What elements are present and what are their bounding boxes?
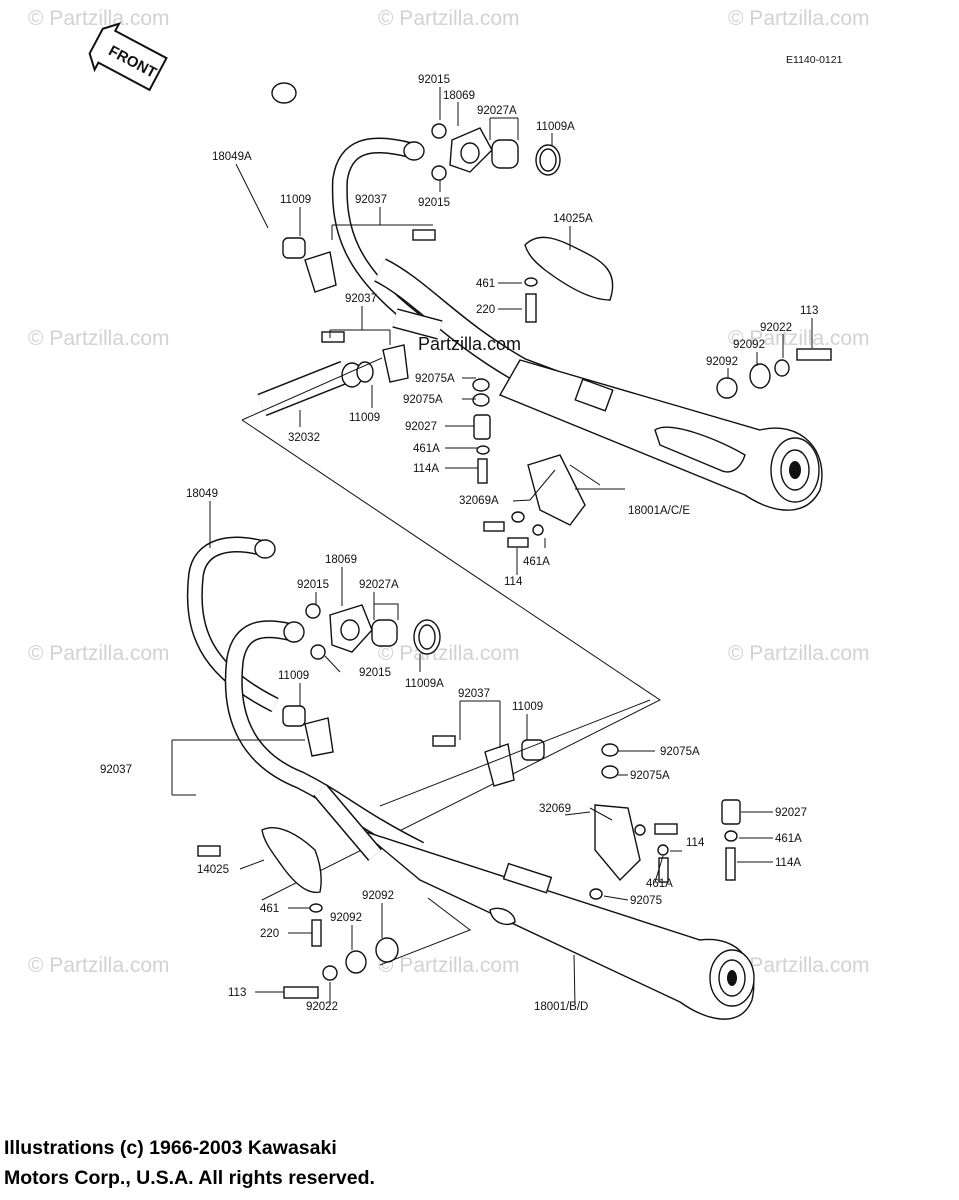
upper-part-labels: 92015 18069 92027A 11009A 92015 18049A 1… (212, 74, 818, 588)
part-label: 220 (260, 928, 279, 940)
bracket-32069A (527, 454, 586, 526)
part-label: 461 (260, 903, 279, 915)
watermark: © Partzilla.com (378, 642, 520, 665)
part-label: 92015 (418, 197, 450, 209)
watermarks: © Partzilla.com © Partzilla.com © Partzi… (28, 7, 870, 977)
reference-code: E1140-0121 (786, 54, 843, 66)
part-label: 18049 (186, 488, 218, 500)
center-watermark: Partzilla.com (418, 334, 521, 354)
part-label: 92027A (359, 579, 399, 591)
copyright-line: Illustrations (c) 1966-2003 Kawasaki (4, 1137, 337, 1159)
part-label: 92027A (477, 105, 517, 117)
part-label: 92027 (775, 807, 807, 819)
part-label: 92075A (403, 394, 443, 406)
bolt-92037 (412, 229, 436, 241)
part-label: 92022 (306, 1001, 338, 1013)
muffler-18001BD (359, 829, 755, 1020)
watermark: © Partzilla.com (728, 327, 870, 350)
watermark: © Partzilla.com (28, 327, 170, 350)
copyright-notice: Illustrations (c) 1966-2003 Kawasaki Mot… (4, 1133, 375, 1193)
part-label: 92037 (355, 194, 387, 206)
watermark: © Partzilla.com (378, 7, 520, 30)
part-label: 18001/B/D (534, 1001, 588, 1013)
part-label: 461A (775, 833, 802, 845)
part-label: 92015 (359, 667, 391, 679)
part-label: 11009 (280, 194, 311, 206)
lower-exhaust-assembly (186, 536, 755, 1020)
clamp-92037 (304, 251, 337, 293)
gasket-11009 (282, 237, 306, 259)
part-label: 220 (476, 304, 495, 316)
watermark: © Partzilla.com (28, 7, 170, 30)
part-label: 92075A (415, 373, 455, 385)
bracket-32069 (594, 804, 641, 882)
part-label: 92015 (418, 74, 450, 86)
heat-shield-14025 (261, 826, 322, 894)
part-label: 92015 (297, 579, 329, 591)
watermark: © Partzilla.com (728, 7, 870, 30)
part-label: 113 (800, 305, 818, 317)
part-label: 461A (523, 556, 550, 568)
copyright-line: Motors Corp., U.S.A. All rights reserved… (4, 1167, 375, 1189)
watermark: © Partzilla.com (378, 954, 520, 977)
part-label: 18069 (443, 90, 475, 102)
part-label: 461A (413, 443, 440, 455)
part-label: 32069 (539, 803, 571, 815)
part-label: 18069 (325, 554, 357, 566)
part-label: 114 (686, 837, 705, 849)
watermark: © Partzilla.com (728, 642, 870, 665)
part-label: 92027 (405, 421, 437, 433)
part-label: 92092 (706, 356, 738, 368)
part-label: 92075A (630, 770, 670, 782)
part-label: 114 (504, 576, 523, 588)
part-label: 92075 (630, 895, 662, 907)
part-label: 92092 (362, 890, 394, 902)
part-label: 92075A (660, 746, 700, 758)
part-label: 92037 (458, 688, 490, 700)
part-label: 92022 (760, 322, 792, 334)
watermark: © Partzilla.com (28, 642, 170, 665)
part-label: 114A (775, 857, 801, 869)
part-label: 11009A (405, 678, 444, 690)
part-label: 113 (228, 987, 246, 999)
part-label: 14025 (197, 864, 229, 876)
part-label: 92092 (733, 339, 765, 351)
part-label: 92037 (345, 293, 377, 305)
part-label: 92037 (100, 764, 132, 776)
part-label: 18049A (212, 151, 252, 163)
part-label: 11009 (512, 701, 543, 713)
watermark: © Partzilla.com (28, 954, 170, 977)
collar-92027A (491, 139, 519, 169)
watermark: © Partzilla.com (728, 954, 870, 977)
part-label: 18001A/C/E (628, 505, 690, 517)
lower-part-labels: 18049 18069 92015 92027A 92015 11009A 11… (100, 488, 807, 1013)
pipe-end (271, 82, 297, 104)
part-label: 461 (476, 278, 495, 290)
part-label: 14025A (553, 213, 593, 225)
part-label: 92092 (330, 912, 362, 924)
part-label: 11009 (278, 670, 309, 682)
part-label: 32032 (288, 432, 320, 444)
part-label: 461A (646, 878, 673, 890)
part-label: 32069A (459, 495, 499, 507)
part-label: 11009 (349, 412, 380, 424)
heat-shield-14025A (524, 236, 614, 301)
nut-92015 (431, 123, 447, 139)
part-label: 11009A (536, 121, 575, 133)
nut-92015 (431, 165, 447, 181)
part-label: 114A (413, 463, 439, 475)
